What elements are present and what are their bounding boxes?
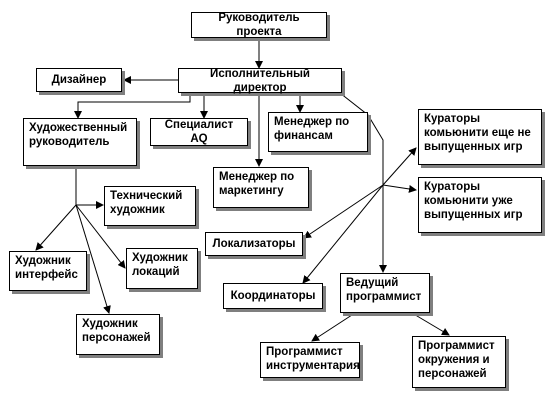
- node-finance-manager: Менеджер по финансам: [268, 112, 368, 152]
- node-env-programmer: Программист окружения и персонажей: [412, 336, 506, 388]
- node-curators-released: Кураторы комьюнити уже выпущенных игр: [418, 177, 542, 233]
- node-tech-artist: Технический художник: [104, 186, 196, 226]
- node-localizers: Локализаторы: [205, 232, 303, 256]
- node-marketing-manager: Менеджер по маркетингу: [213, 167, 309, 208]
- edge-lp-tools: [311, 312, 356, 342]
- node-coordinators: Координаторы: [223, 283, 323, 309]
- node-exec-director: Исполнительный директор: [178, 68, 342, 94]
- node-character-artist: Художник персонажей: [76, 314, 160, 355]
- edge-hub-released: [382, 184, 417, 193]
- edge-lp-env: [411, 312, 450, 336]
- edge-hub-coordinators: [302, 184, 384, 284]
- edge-exec-hub: [339, 92, 384, 185]
- node-tools-programmer: Программист инструментария: [260, 342, 360, 378]
- node-location-artist: Художник локаций: [126, 248, 198, 289]
- node-curators-unreleased: Кураторы комьюнити еще не выпущенных игр: [418, 109, 542, 165]
- edge-exec-art: [74, 93, 191, 119]
- node-designer: Дизайнер: [36, 68, 122, 92]
- edge-art-location: [75, 204, 126, 269]
- node-art-director: Художественный руководитель: [23, 118, 137, 166]
- node-interface-artist: Художник интерфейс: [9, 251, 87, 291]
- edge-art-character: [75, 204, 111, 314]
- edge-art-interface: [35, 204, 77, 251]
- node-lead-programmer: Ведущий программист: [340, 273, 430, 313]
- edge-hub-localizers: [303, 184, 384, 239]
- node-project-lead: Руководитель проекта: [191, 12, 327, 38]
- node-qa-specialist: Специалист AQ: [150, 118, 248, 146]
- edge-hub-unreleased: [382, 147, 417, 186]
